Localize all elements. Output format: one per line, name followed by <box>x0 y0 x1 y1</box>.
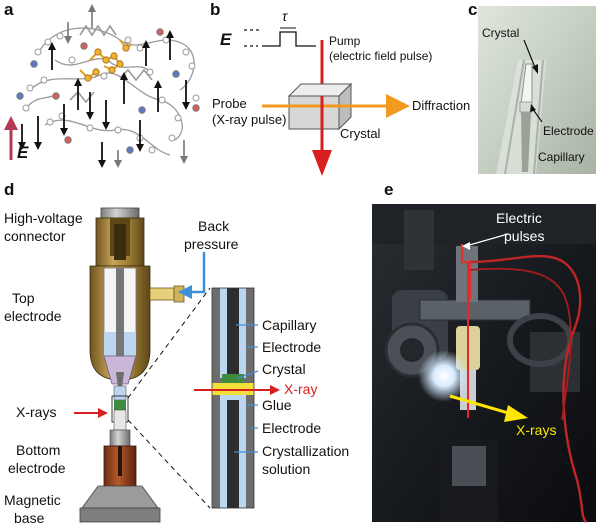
magnetic-base-label-2: base <box>14 510 45 526</box>
crystal-label-b: Crystal <box>340 126 381 141</box>
panel-e-label: e <box>384 180 394 199</box>
detail-crystal-label: Crystal <box>262 361 306 377</box>
detail-electrode-top-label: Electrode <box>262 339 322 355</box>
xrays-label-d: X-rays <box>16 404 57 420</box>
bottom-electrode-label-2: electrode <box>8 460 66 476</box>
electric-pulses-label-1: Electric <box>496 210 542 226</box>
bottom-electrode-label-1: Bottom <box>16 442 61 458</box>
electric-pulses-label-2: pulses <box>504 228 545 244</box>
detail-solution-label-1: Crystallization <box>262 443 350 459</box>
detail-glue-label: Glue <box>262 397 292 413</box>
probe-sublabel: (X-ray pulse) <box>212 112 287 127</box>
electrode-label-c: Electrode <box>543 124 594 138</box>
probe-diffraction-arrow <box>262 94 410 118</box>
protein-structure-diagram <box>16 4 200 168</box>
device-cross-section <box>79 207 185 523</box>
hv-connector-label-1: High-voltage <box>4 210 83 226</box>
hv-connector-label-2: connector <box>4 228 66 244</box>
capillary-label-c: Capillary <box>538 150 585 164</box>
back-pressure-label-2: pressure <box>184 236 239 252</box>
magnetic-base-label-1: Magnetic <box>4 492 61 508</box>
electric-field-arrow <box>4 116 18 160</box>
probe-label: Probe <box>212 96 247 111</box>
capillary-photo <box>478 6 596 175</box>
detail-electrode-bottom-label: Electrode <box>262 420 322 436</box>
pump-sublabel: (electric field pulse) <box>329 49 433 63</box>
detail-solution-label-2: solution <box>262 461 311 477</box>
crystal-label-c: Crystal <box>482 26 520 40</box>
back-pressure-label-1: Back <box>198 218 230 234</box>
diffraction-label: Diffraction <box>412 98 471 113</box>
setup-photo <box>372 204 596 523</box>
detail-capillary-label: Capillary <box>262 317 317 333</box>
top-electrode-label-2: electrode <box>4 308 62 324</box>
detail-leader-lines <box>234 324 259 453</box>
top-electrode-label-1: Top <box>12 290 35 306</box>
pulse-waveform <box>244 27 316 47</box>
field-symbol-b: E <box>220 30 232 49</box>
zoom-dashed-lines <box>127 287 211 509</box>
field-symbol-a: E <box>17 143 29 162</box>
back-pressure-arrow <box>178 252 206 299</box>
xray-arrow-d <box>74 408 108 418</box>
detail-column <box>211 287 255 509</box>
panel-c-label: c <box>468 0 478 19</box>
panel-d-label: d <box>4 180 15 199</box>
xrays-label-e: X-rays <box>516 422 557 438</box>
panel-a-label: a <box>4 0 14 19</box>
xray-beam-e <box>449 233 528 422</box>
detail-xray-arrow <box>194 385 280 395</box>
tau-label: τ <box>282 8 288 24</box>
pump-label: Pump <box>329 34 361 48</box>
detail-xray-label: X-ray <box>284 381 318 397</box>
panel-b-label: b <box>210 0 221 19</box>
